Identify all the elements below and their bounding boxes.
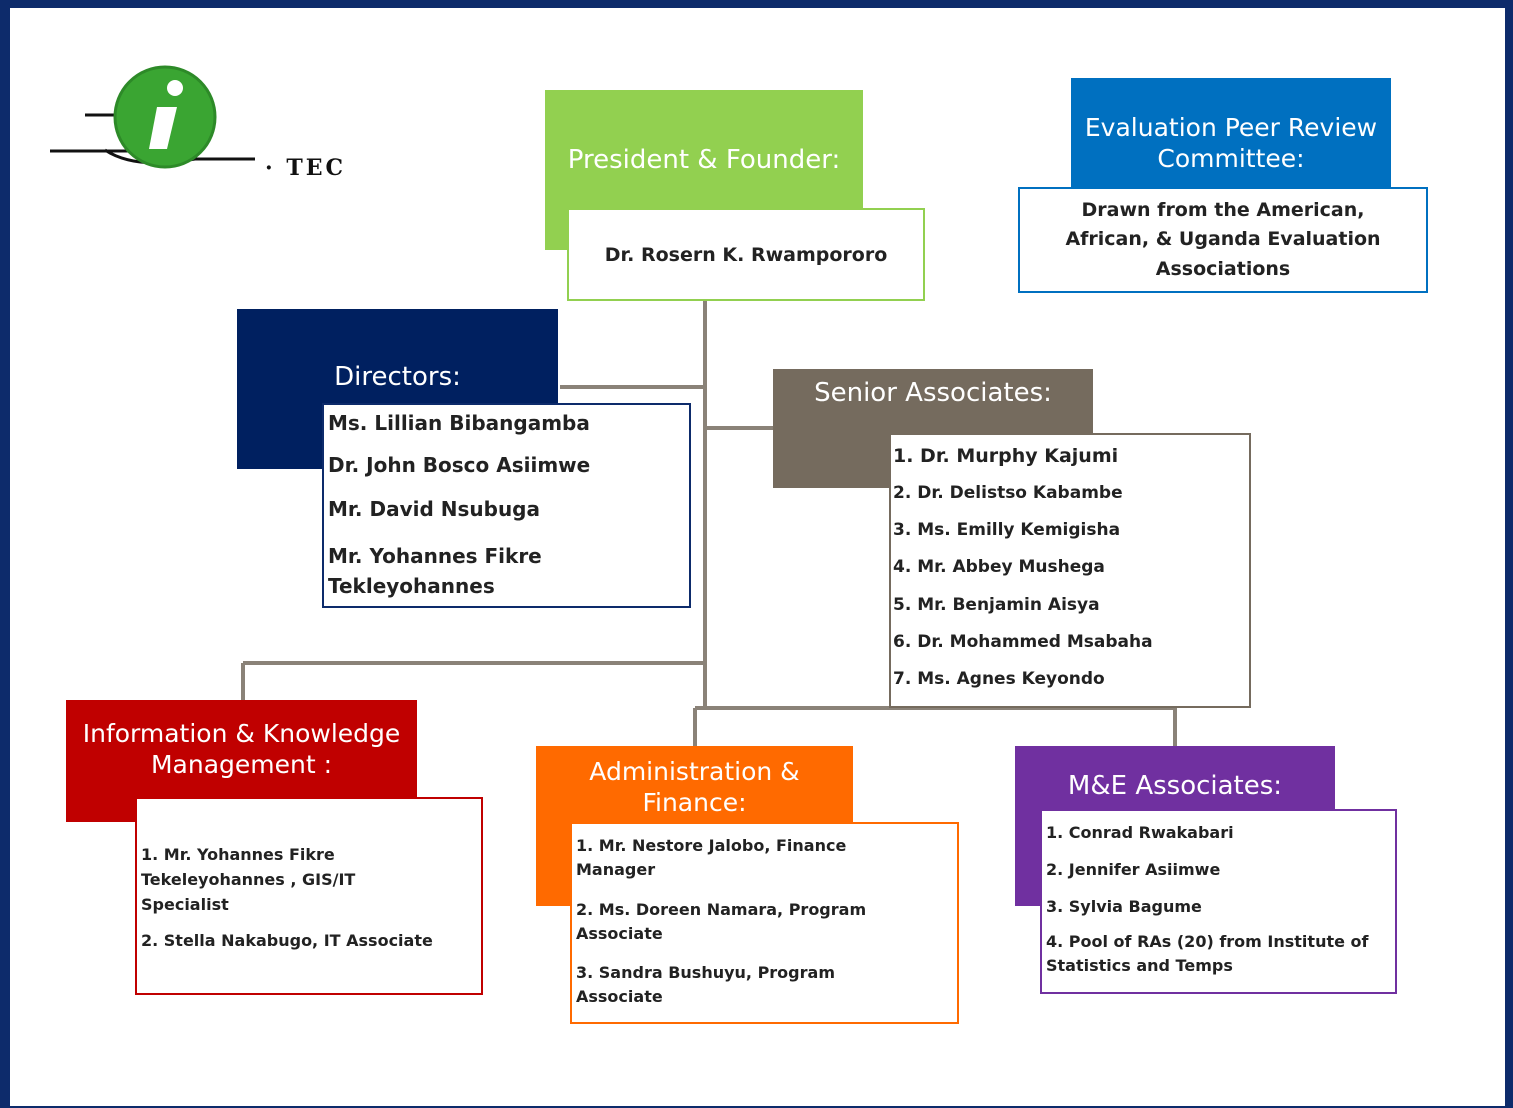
peer-review-body: Drawn from the American, African, & Ugan… <box>1065 198 1381 280</box>
me-item: 3. Sylvia Bagume <box>1046 897 1202 916</box>
director-item: Dr. John Bosco Asiimwe <box>328 453 591 477</box>
director-item: Ms. Lillian Bibangamba <box>328 411 590 435</box>
logo-text: · TEC <box>265 155 346 181</box>
peer-review-box: Drawn from the American, African, & Ugan… <box>1018 187 1428 293</box>
ikm-header-block: Information & Knowledge Management : <box>66 700 417 822</box>
senior-box: 1. Dr. Murphy Kajumi 2. Dr. Delistso Kab… <box>889 433 1251 708</box>
peer-review-header: Evaluation Peer Review Committee: <box>1084 113 1378 174</box>
director-item: Mr. Yohannes Fikre Tekleyohannes <box>328 544 542 598</box>
director-item: Mr. David Nsubuga <box>328 497 540 521</box>
me-box: 1. Conrad Rwakabari 2. Jennifer Asiimwe … <box>1040 809 1397 994</box>
ikm-box: 1. Mr. Yohannes Fikre Tekeleyohannes , G… <box>135 797 483 995</box>
directors-box: Ms. Lillian Bibangamba Dr. John Bosco As… <box>322 403 691 608</box>
admin-item: 2. Ms. Doreen Namara, Program Associate <box>576 900 867 943</box>
ikm-header: Information & Knowledge Management : <box>82 719 401 780</box>
admin-header: Administration & Finance: <box>589 757 800 818</box>
me-header: M&E Associates: <box>1067 771 1283 801</box>
senior-item: 2. Dr. Delistso Kabambe <box>893 483 1123 503</box>
logo-mark-icon <box>50 65 255 169</box>
senior-item: 3. Ms. Emilly Kemigisha <box>893 520 1121 540</box>
senior-item: 5. Mr. Benjamin Aisya <box>893 595 1100 615</box>
senior-item: 6. Dr. Mohammed Msabaha <box>893 632 1153 652</box>
admin-item: 1. Mr. Nestore Jalobo, Finance Manager <box>576 836 847 879</box>
me-item: 2. Jennifer Asiimwe <box>1046 860 1221 879</box>
me-item: 1. Conrad Rwakabari <box>1046 823 1234 842</box>
senior-header: Senior Associates: <box>814 378 1052 408</box>
ikm-item: 2. Stella Nakabugo, IT Associate <box>141 931 433 951</box>
senior-item: 7. Ms. Agnes Keyondo <box>893 669 1105 689</box>
directors-header: Directors: <box>334 362 461 392</box>
itec-logo: · TEC <box>0 0 400 200</box>
president-name: Dr. Rosern K. Rwampororo <box>604 243 888 266</box>
ikm-item: 1. Mr. Yohannes Fikre Tekeleyohannes , G… <box>141 845 356 914</box>
admin-item: 3. Sandra Bushuyu, Program Associate <box>576 963 835 1006</box>
me-item: 4. Pool of RAs (20) from Institute of St… <box>1046 932 1369 975</box>
president-box: Dr. Rosern K. Rwampororo <box>567 208 925 301</box>
peer-review-header-block: Evaluation Peer Review Committee: <box>1071 78 1391 188</box>
admin-box: 1. Mr. Nestore Jalobo, Finance Manager 2… <box>570 822 959 1024</box>
senior-item: 1. Dr. Murphy Kajumi <box>893 445 1119 467</box>
president-header: President & Founder: <box>567 145 841 175</box>
senior-item: 4. Mr. Abbey Mushega <box>893 557 1105 577</box>
